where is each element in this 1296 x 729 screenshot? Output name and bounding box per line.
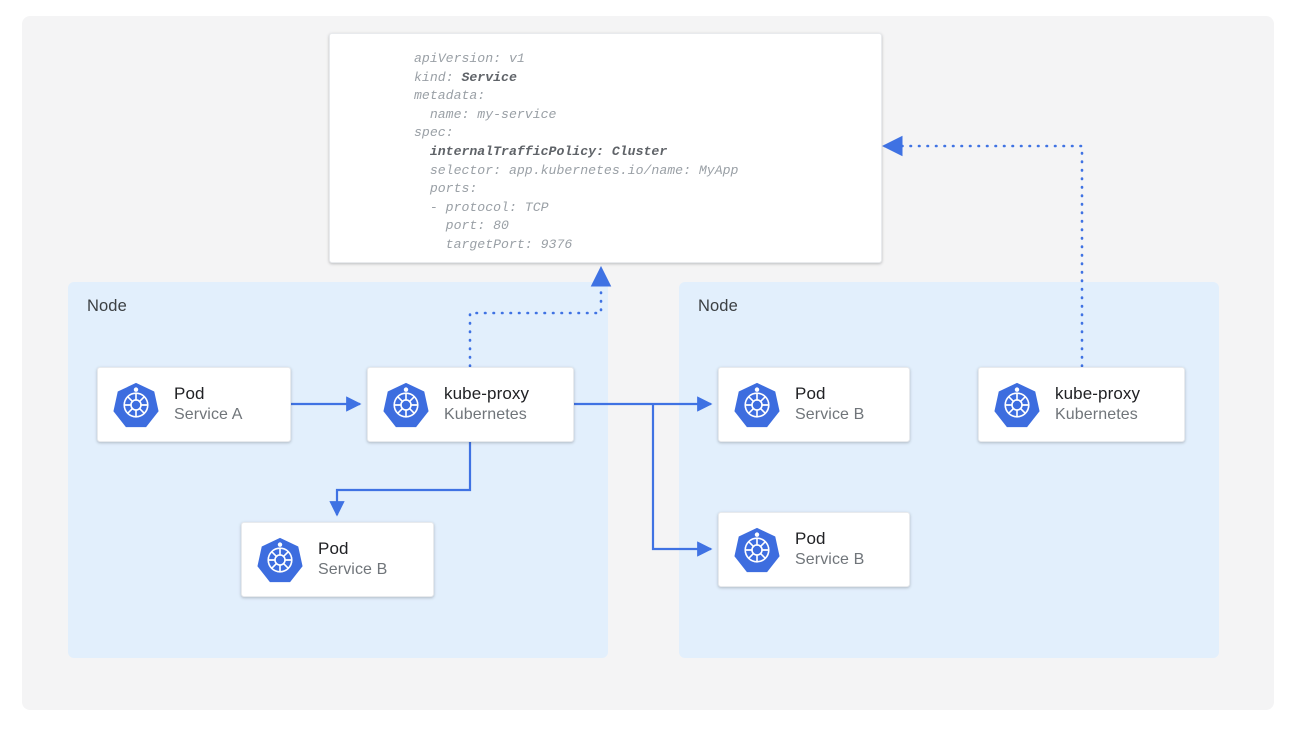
yaml-line-9: port: 80: [414, 218, 509, 234]
node-label-right: Node: [698, 297, 738, 315]
card-pod-service-b-right-top[interactable]: Pod Service B: [718, 367, 910, 442]
kubernetes-icon: [994, 382, 1040, 427]
node-region-right: [679, 282, 1219, 658]
yaml-line-4: spec:: [414, 125, 454, 141]
card-text: Pod Service B: [795, 529, 864, 570]
service-yaml-box: apiVersion: v1 kind: Service metadata: n…: [329, 33, 882, 263]
kubernetes-icon: [113, 382, 159, 427]
yaml-line-1: kind: Service: [414, 69, 517, 85]
yaml-line-3: name: my-service: [414, 106, 557, 122]
card-subtitle: Service B: [795, 551, 865, 569]
card-pod-service-b-right-bottom[interactable]: Pod Service B: [718, 512, 910, 587]
card-kube-proxy-right[interactable]: kube-proxy Kubernetes: [978, 367, 1185, 442]
service-yaml-code: apiVersion: v1 kind: Service metadata: n…: [414, 50, 738, 255]
node-region-left: [68, 282, 608, 658]
yaml-line-6: selector: app.kubernetes.io/name: MyApp: [414, 162, 739, 178]
card-subtitle: Service A: [174, 406, 243, 424]
card-title: Pod: [318, 539, 349, 559]
card-text: Pod Service B: [318, 539, 387, 580]
yaml-line-0: apiVersion: v1: [414, 51, 525, 66]
yaml-line-10: targetPort: 9376: [414, 236, 573, 252]
kubernetes-icon: [734, 382, 780, 427]
yaml-line-7: ports:: [414, 181, 478, 197]
card-kube-proxy-left[interactable]: kube-proxy Kubernetes: [367, 367, 574, 442]
card-title: kube-proxy: [1055, 384, 1141, 404]
yaml-line-2: metadata:: [414, 88, 486, 104]
card-title: kube-proxy: [444, 384, 530, 404]
yaml-line-8: - protocol: TCP: [414, 199, 549, 215]
card-text: Pod Service B: [795, 384, 864, 425]
card-text: kube-proxy Kubernetes: [1055, 384, 1140, 425]
card-title: Pod: [174, 384, 205, 404]
card-subtitle: Service B: [795, 406, 865, 424]
card-text: kube-proxy Kubernetes: [444, 384, 529, 425]
kubernetes-icon: [257, 537, 303, 582]
card-subtitle: Service B: [318, 561, 388, 579]
card-subtitle: Kubernetes: [1055, 406, 1138, 424]
kubernetes-icon: [383, 382, 429, 427]
card-title: Pod: [795, 384, 826, 404]
kubernetes-icon: [734, 527, 780, 572]
node-label-left: Node: [87, 297, 127, 315]
card-pod-service-a[interactable]: Pod Service A: [97, 367, 291, 442]
card-pod-service-b-left[interactable]: Pod Service B: [241, 522, 434, 597]
card-subtitle: Kubernetes: [444, 406, 527, 424]
card-title: Pod: [795, 529, 826, 549]
card-text: Pod Service A: [174, 384, 243, 425]
yaml-line-5: internalTrafficPolicy: Cluster: [429, 143, 668, 159]
